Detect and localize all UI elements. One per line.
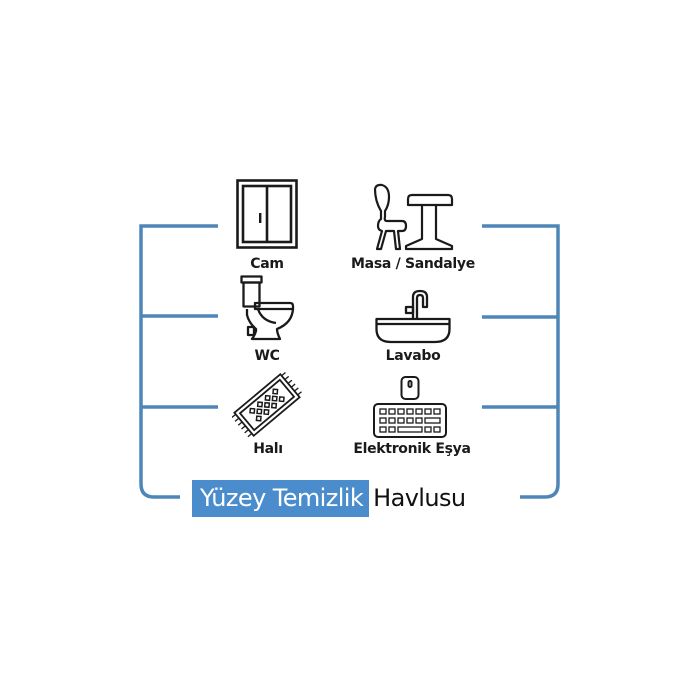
item-label-lavabo: Lavabo xyxy=(385,348,441,364)
item-label-masa-sandalye: Masa / Sandalye xyxy=(351,256,475,272)
item-label-cam: Cam xyxy=(250,256,284,272)
item-label-elektronik-esya: Elektronik Eşya xyxy=(353,441,471,457)
item-label-hali: Halı xyxy=(253,441,283,457)
title-rest: Havlusu xyxy=(373,484,466,512)
toilet-icon xyxy=(240,275,295,341)
table-chair-icon xyxy=(373,183,454,251)
title-highlighted: Yüzey Temizlik xyxy=(192,480,370,517)
rug-icon xyxy=(232,372,302,438)
item-label-wc: WC xyxy=(254,348,280,364)
sink-icon xyxy=(375,289,451,344)
product-title: Yüzey Temizlik Havlusu xyxy=(192,480,466,517)
keyboard-mouse-icon xyxy=(373,376,447,438)
window-icon xyxy=(236,179,298,249)
